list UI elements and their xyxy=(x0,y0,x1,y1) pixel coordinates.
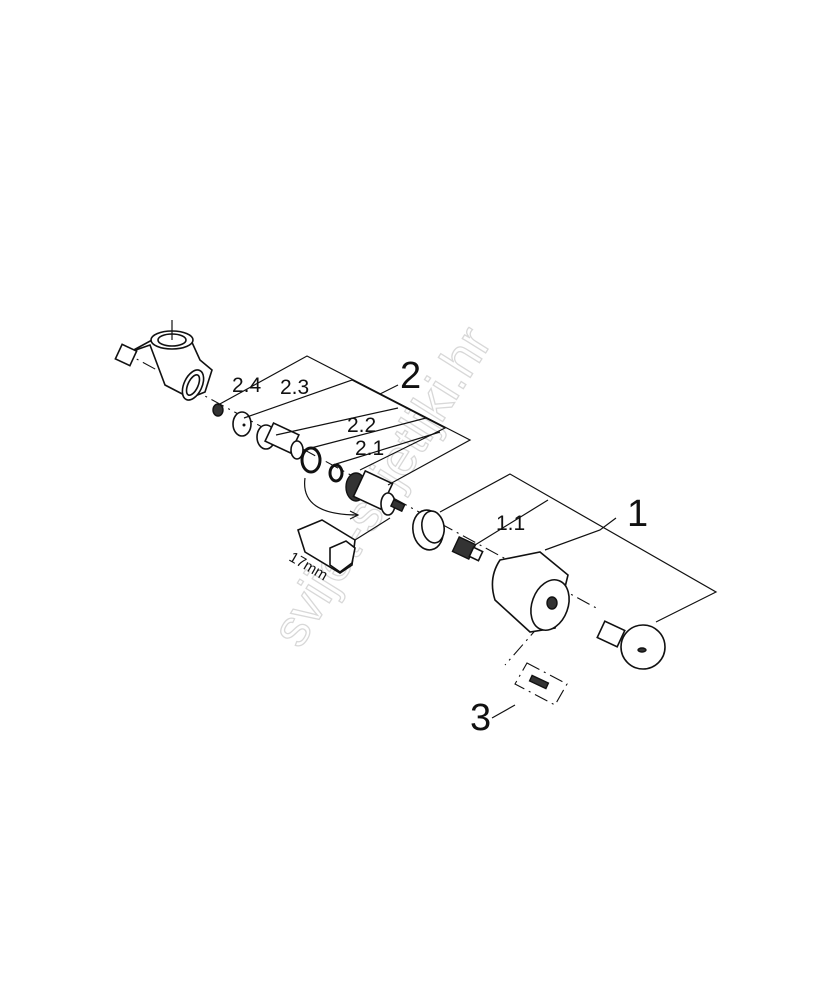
part-1-1-spline-adapter xyxy=(451,536,484,562)
group-1-bracket xyxy=(439,473,718,623)
label-part-1-1: 1.1 xyxy=(496,512,525,535)
label-group-3: 3 xyxy=(470,697,491,739)
label-group-1: 1 xyxy=(627,493,648,535)
group-2-bracket xyxy=(217,355,472,486)
indicator-cap xyxy=(596,620,666,670)
arrowhead xyxy=(349,510,360,520)
handle-knob xyxy=(491,551,570,633)
tee-fitting-body xyxy=(114,320,213,401)
rotation-arrow xyxy=(304,477,359,516)
part-2-4-washer xyxy=(212,403,224,417)
part-2-2-headpart xyxy=(256,421,304,460)
part-3-screw xyxy=(514,662,568,706)
part-2-2-o-ring xyxy=(300,446,322,474)
label-part-2-2: 2.2 xyxy=(347,414,376,437)
label-part-2-4: 2.4 xyxy=(232,374,262,397)
label-group-2: 2 xyxy=(400,355,421,397)
label-part-2-1: 2.1 xyxy=(355,437,384,460)
wrench-17mm-icon xyxy=(297,519,356,574)
ring-cover xyxy=(412,509,445,551)
wrench-leader xyxy=(354,517,391,541)
label-part-2-3: 2.3 xyxy=(280,376,309,399)
part-2-3-seal-disc xyxy=(232,411,252,437)
part-2-1-o-ring xyxy=(328,463,344,483)
group-3-leader xyxy=(491,704,516,719)
cartridge xyxy=(345,469,406,516)
